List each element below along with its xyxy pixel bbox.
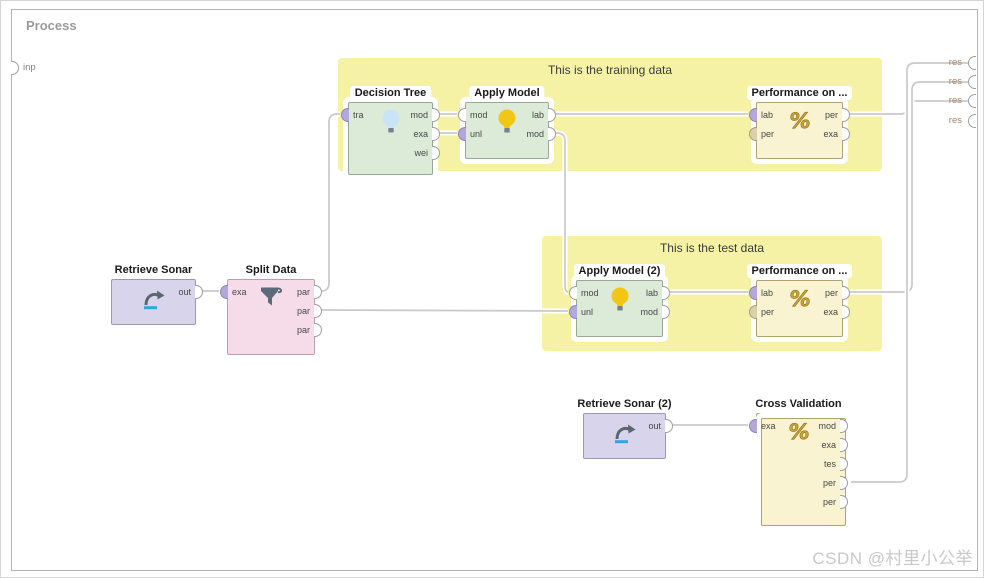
operator-title: Decision Tree — [349, 86, 432, 100]
funnel-icon — [258, 285, 284, 314]
input-port-lab[interactable] — [749, 108, 757, 122]
port-label: lab — [531, 110, 544, 120]
operator-title: Split Data — [240, 263, 302, 277]
operator-title: Performance on ... — [746, 264, 853, 278]
result-port-label: res — [948, 76, 962, 87]
svg-text:%: % — [788, 420, 809, 444]
connection-wire[interactable] — [320, 309, 569, 312]
port-label: unl — [581, 307, 594, 317]
process-title: Process — [26, 18, 77, 33]
svg-text:%: % — [789, 109, 810, 133]
port-label: exa — [232, 287, 247, 297]
port-label: par — [296, 306, 310, 316]
port-label: tes — [823, 459, 836, 469]
input-port-unl[interactable] — [569, 305, 577, 319]
operator-title: Cross Validation — [750, 397, 847, 411]
result-port-4[interactable] — [968, 114, 976, 128]
input-port-mod[interactable] — [458, 108, 466, 122]
port-label: per — [761, 129, 775, 139]
operator-cross-validation[interactable]: Cross Validation % exa mod exa tes per per — [749, 397, 848, 526]
input-port-mod[interactable] — [569, 286, 577, 300]
operator-retrieve-sonar-2[interactable]: Retrieve Sonar (2) out — [572, 397, 677, 459]
port-label: per — [824, 288, 838, 298]
port-label: unl — [470, 129, 483, 139]
port-label: per — [822, 497, 836, 507]
svg-text:%: % — [789, 287, 810, 311]
operator-apply-model-2[interactable]: Apply Model (2) mod unl lab mod — [569, 264, 670, 337]
bulb-icon-yellow — [496, 108, 518, 140]
annotation-label: This is the training data — [547, 63, 673, 77]
port-label: out — [178, 287, 191, 297]
operator-title: Apply Model (2) — [573, 264, 666, 278]
connection-wire[interactable] — [847, 62, 968, 483]
input-port-exa[interactable] — [749, 419, 757, 433]
input-port-lab[interactable] — [749, 286, 757, 300]
result-port-label: res — [948, 115, 962, 126]
port-label: lab — [761, 288, 774, 298]
operator-title: Retrieve Sonar — [109, 263, 198, 277]
port-label: mod — [526, 129, 544, 139]
port-label: exa — [761, 421, 776, 431]
port-label: wei — [414, 148, 428, 158]
port-label: exa — [413, 129, 428, 139]
port-label: out — [648, 421, 661, 431]
result-port-label: res — [948, 57, 962, 68]
port-label: par — [296, 325, 310, 335]
bulb-icon-yellow — [609, 286, 631, 318]
input-port-unl[interactable] — [458, 127, 466, 141]
operator-title: Retrieve Sonar (2) — [572, 397, 677, 411]
watermark-text: CSDN @村里小公举 — [812, 549, 973, 568]
input-port-per[interactable] — [749, 305, 757, 319]
operator-apply-model[interactable]: Apply Model mod unl lab mod — [458, 86, 556, 159]
port-label: par — [296, 287, 310, 297]
operator-title: Performance on ... — [746, 86, 853, 100]
operator-split-data[interactable]: Split Data exa par par par — [220, 263, 322, 355]
percent-icon: % — [785, 419, 813, 450]
port-label: lab — [761, 110, 774, 120]
port-label: per — [761, 307, 775, 317]
port-label: exa — [821, 440, 836, 450]
input-port-per[interactable] — [749, 127, 757, 141]
port-label: per — [824, 110, 838, 120]
input-port-tra[interactable] — [341, 108, 349, 122]
connection-wire[interactable] — [555, 132, 569, 293]
port-label: tra — [353, 110, 364, 120]
operator-title: Apply Model — [469, 86, 545, 100]
operator-retrieve-sonar[interactable]: Retrieve Sonar out — [109, 263, 203, 325]
retrieve-icon — [141, 288, 167, 317]
percent-icon: % — [786, 286, 814, 317]
port-label: exa — [823, 307, 838, 317]
result-port-1[interactable] — [968, 56, 976, 70]
port-label: mod — [818, 421, 836, 431]
percent-icon: % — [786, 108, 814, 139]
port-label: mod — [581, 288, 599, 298]
operator-performance-test[interactable]: Performance on ... % lab per per exa — [746, 264, 853, 337]
result-port-3[interactable] — [968, 94, 976, 108]
port-label: mod — [470, 110, 488, 120]
result-port-2[interactable] — [968, 75, 976, 89]
port-label: mod — [410, 110, 428, 120]
port-label: mod — [640, 307, 658, 317]
bulb-icon-blue — [380, 108, 402, 140]
connection-wire[interactable] — [320, 113, 340, 292]
port-label: exa — [823, 129, 838, 139]
port-label: per — [822, 478, 836, 488]
annotation-label: This is the test data — [659, 241, 765, 255]
connection-wire-casing — [320, 111, 340, 294]
retrieve-icon — [612, 422, 638, 451]
result-port-label: res — [948, 95, 962, 106]
process-input-port-label: inp — [23, 62, 36, 73]
connection-wire-casing — [555, 130, 569, 295]
subprocess-stack-sheet — [761, 418, 846, 526]
port-label: lab — [645, 288, 658, 298]
input-port-exa[interactable] — [220, 285, 228, 299]
operator-decision-tree[interactable]: Decision Tree tra mod exa wei — [341, 86, 440, 175]
operator-performance-train[interactable]: Performance on ... % lab per per exa — [746, 86, 853, 159]
